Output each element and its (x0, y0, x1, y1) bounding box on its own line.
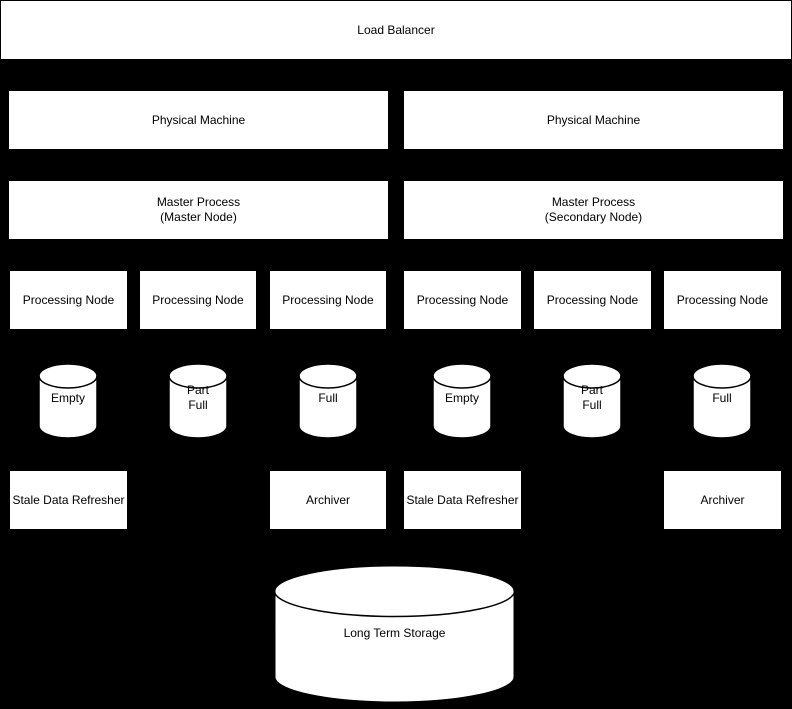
buffer-label-line: Empty (444, 390, 479, 405)
buffer-label-line: Full (188, 398, 208, 412)
processing-node-label: Processing Node (152, 292, 244, 307)
master-process-label-line1: Master Process (156, 195, 241, 209)
processing-node-label: Processing Node (676, 292, 769, 307)
cylinder-icon (692, 363, 752, 439)
storage-label: Long Term Storage (273, 564, 516, 705)
processing-node-label: Processing Node (22, 292, 115, 307)
physical-machine-node-2: Physical Machine (403, 90, 784, 150)
load-balancer-label: Load Balancer (357, 22, 435, 37)
buffer-label-line: Full (582, 398, 602, 412)
buffer-label: Part Full (562, 363, 622, 439)
long-term-storage-cylinder: Long Term Storage (273, 564, 516, 705)
processing-node-2: Processing Node (139, 270, 257, 330)
archiver-node-2: Archiver (663, 470, 782, 530)
worker-label: Archiver (305, 492, 350, 507)
cylinder-icon (432, 363, 492, 439)
processing-node-6: Processing Node (663, 270, 782, 330)
stale-data-refresher-node-2: Stale Data Refresher (403, 470, 522, 530)
stale-data-refresher-node-1: Stale Data Refresher (9, 470, 128, 530)
master-process-node-secondary: Master Process (Secondary Node) (403, 180, 784, 240)
buffer-label-line: Part (580, 383, 603, 397)
buffer-label: Part Full (168, 363, 228, 439)
cylinder-icon (168, 363, 228, 439)
buffer-cylinder-3: Full (298, 363, 358, 439)
archiver-node-1: Archiver (269, 470, 387, 530)
processing-node-4: Processing Node (403, 270, 522, 330)
buffer-label-line: Part (186, 383, 209, 397)
cylinder-icon (38, 363, 98, 439)
cylinder-icon (298, 363, 358, 439)
buffer-label-line: Full (318, 390, 338, 405)
database-cylinder-icon (273, 564, 516, 704)
worker-label: Stale Data Refresher (406, 492, 519, 507)
master-process-label-line2: (Master Node) (160, 210, 237, 224)
load-balancer-node: Load Balancer (0, 0, 792, 60)
buffer-cylinder-1: Empty (38, 363, 98, 439)
worker-label: Archiver (700, 492, 745, 507)
processing-node-1: Processing Node (9, 270, 128, 330)
processing-node-label: Processing Node (282, 292, 374, 307)
buffer-cylinder-2: Part Full (168, 363, 228, 439)
processing-node-label: Processing Node (416, 292, 509, 307)
physical-machine-label: Physical Machine (151, 112, 246, 127)
buffer-cylinder-4: Empty (432, 363, 492, 439)
buffer-label-line: Empty (50, 390, 85, 405)
master-process-label-line1: Master Process (551, 195, 636, 209)
storage-label-text: Long Term Storage (343, 626, 446, 640)
physical-machine-label: Physical Machine (546, 112, 641, 127)
physical-machine-node-1: Physical Machine (8, 90, 389, 150)
buffer-label-line: Full (712, 390, 732, 405)
worker-label: Stale Data Refresher (12, 492, 125, 507)
master-process-label-line2: (Secondary Node) (544, 210, 643, 224)
processing-node-label: Processing Node (546, 292, 639, 307)
buffer-cylinder-5: Part Full (562, 363, 622, 439)
cylinder-icon (562, 363, 622, 439)
buffer-label: Empty (38, 363, 98, 439)
buffer-label: Full (298, 363, 358, 439)
processing-node-3: Processing Node (269, 270, 387, 330)
buffer-cylinder-6: Full (692, 363, 752, 439)
master-process-node-master: Master Process (Master Node) (8, 180, 389, 240)
buffer-label: Full (692, 363, 752, 439)
buffer-label: Empty (432, 363, 492, 439)
processing-node-5: Processing Node (533, 270, 652, 330)
